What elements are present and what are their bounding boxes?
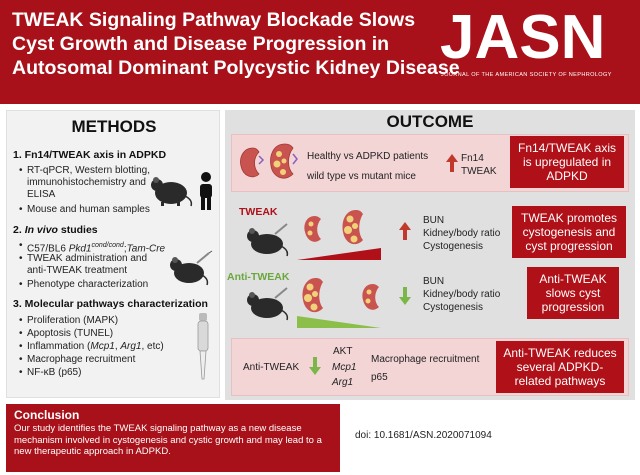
conclusion-title: Conclusion <box>14 408 80 422</box>
methods-panel: METHODS 1. Fn14/TWEAK axis in ADPKD RT-q… <box>6 110 220 398</box>
journal-logo: JASN <box>440 3 606 72</box>
markers-fn14-tweak: Fn14 TWEAK <box>461 153 497 177</box>
kidney-icon <box>240 147 265 178</box>
arrow-down-icon <box>399 287 411 305</box>
kidney-small-icon-2 <box>362 284 379 310</box>
kidney-large-icon-2 <box>302 278 323 313</box>
methods-item-rtqpcr: RT-qPCR, Western blotting, immunohistoch… <box>19 165 150 201</box>
mouse-tweak-icon <box>247 223 289 257</box>
marker-arg1: Arg1 <box>332 377 354 388</box>
mouse-anti-tweak-icon <box>247 287 289 321</box>
row4-anti-tweak-label: Anti-TWEAK <box>243 362 300 373</box>
header-banner: TWEAK Signaling Pathway Blockade Slows C… <box>0 0 640 104</box>
result-anti-tweak-slows: Anti-TWEAK slows cyst progression <box>527 267 619 319</box>
marker-p65: p65 <box>371 372 388 383</box>
progression-wedge-red <box>297 248 381 260</box>
methods-item-proliferation: Proliferation (MAPK) <box>19 315 118 327</box>
label-anti-tweak: Anti-TWEAK <box>227 271 290 283</box>
mouse-injection-icon <box>170 250 213 286</box>
methods-heading-2: 2. In vivo studies <box>13 224 98 236</box>
params-tweak: BUN Kidney/body ratio Cystogenesis <box>423 215 501 252</box>
result-axis-upregulated: Fn14/TWEAK axis is upregulated in ADPKD <box>510 136 624 188</box>
progression-wedge-green <box>297 316 381 328</box>
doi-text: doi: 10.1681/ASN.2020071094 <box>355 430 492 441</box>
title-line-2: Cyst Growth and Disease Progression in <box>12 33 390 55</box>
result-anti-tweak-reduces: Anti-TWEAK reduces several ADPKD- relate… <box>496 341 624 393</box>
methods-item-phenotype: Phenotype characterization <box>19 279 148 291</box>
result-tweak-promotes: TWEAK promotes cystogenesis and cyst pro… <box>512 206 626 258</box>
methods-item-nfkb: NF-κB (p65) <box>19 367 82 379</box>
title-line-3: Autosomal Dominant Polycystic Kidney Dis… <box>12 57 460 79</box>
methods-heading-1: 1. Fn14/TWEAK axis in ADPKD <box>13 149 167 161</box>
marker-mcp1: Mcp1 <box>332 362 357 373</box>
conclusion-box: Conclusion Our study identifies the TWEA… <box>6 404 340 472</box>
methods-title: METHODS <box>71 117 157 136</box>
methods-item-mouse-line: C57/BL6 Pkd1cond/cond;Tam-Cre <box>19 240 165 255</box>
methods-item-apoptosis: Apoptosis (TUNEL) <box>19 328 113 340</box>
methods-item-inflammation: Inflammation (Mcp1, Arg1, etc) <box>19 341 164 353</box>
methods-item-samples: Mouse and human samples <box>19 204 150 216</box>
outcome-title: OUTCOME <box>386 112 474 131</box>
cystic-kidney-icon <box>270 143 298 179</box>
title-line-1: TWEAK Signaling Pathway Blockade Slows <box>12 9 416 31</box>
marker-akt: AKT <box>333 346 353 357</box>
comparison-patients: Healthy vs ADPKD patients <box>307 151 429 162</box>
arrow-down-icon-2 <box>309 357 321 375</box>
kidney-large-icon <box>342 210 363 245</box>
methods-item-tweak-admin: TWEAK administration and anti-TWEAK trea… <box>19 253 147 277</box>
comparison-mice: wild type vs mutant mice <box>307 171 416 182</box>
marker-macrophage: Macrophage recruitment <box>371 354 480 365</box>
methods-item-macrophage: Macrophage recruitment <box>19 354 135 366</box>
paper-title: TWEAK Signaling Pathway Blockade Slows C… <box>12 8 460 80</box>
params-anti-tweak: BUN Kidney/body ratio Cystogenesis <box>423 276 501 313</box>
outcome-panel: OUTCOME Healthy vs ADPKD patients wild t… <box>225 110 635 400</box>
mouse-icon <box>151 177 193 207</box>
conclusion-text: Our study identifies the TWEAK signaling… <box>14 423 322 457</box>
pipette-icon <box>197 313 209 380</box>
arrow-up-icon <box>446 154 458 172</box>
human-icon <box>200 172 212 210</box>
arrow-up-icon-2 <box>399 222 411 240</box>
journal-logo-subtitle: JOURNAL OF THE AMERICAN SOCIETY OF NEPHR… <box>441 72 612 78</box>
methods-heading-3: 3. Molecular pathways characterization <box>13 298 208 310</box>
kidney-small-icon <box>304 216 321 242</box>
label-tweak: TWEAK <box>239 206 278 218</box>
